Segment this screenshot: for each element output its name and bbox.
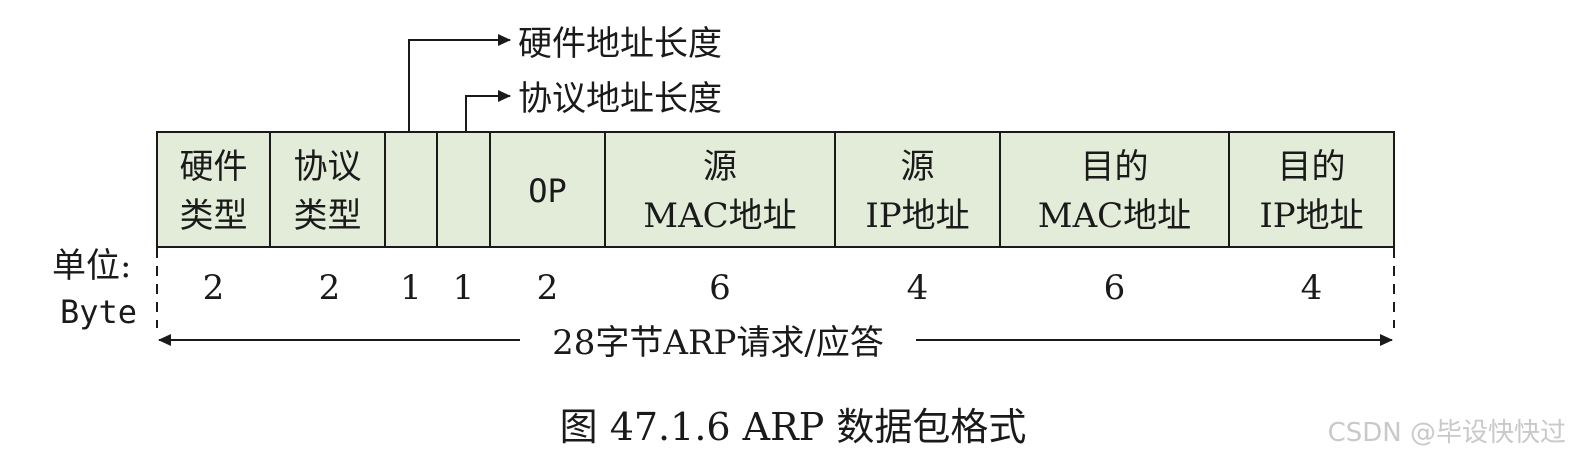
field-label: 源 xyxy=(901,147,935,187)
field-label: MAC地址 xyxy=(643,196,796,236)
byte-count: 1 xyxy=(400,268,422,308)
field-cell xyxy=(156,131,271,248)
field-cell xyxy=(834,131,1001,248)
byte-count: 2 xyxy=(537,268,559,308)
field-cell xyxy=(604,131,836,248)
field-cell xyxy=(1228,131,1395,248)
byte-count: 4 xyxy=(907,268,929,308)
field-label: 源 xyxy=(703,147,737,187)
byte-count: 6 xyxy=(1104,268,1126,308)
field-label: MAC地址 xyxy=(1038,196,1191,236)
byte-count: 2 xyxy=(203,268,225,308)
field-label: 目的 xyxy=(1081,147,1149,187)
byte-count: 6 xyxy=(709,268,731,308)
field-cell xyxy=(384,131,438,248)
field-cell xyxy=(999,131,1230,248)
field-cell xyxy=(269,131,386,248)
unit-label-cn: 单位: xyxy=(52,246,131,286)
proto-len-arrow xyxy=(465,90,511,132)
field-label: OP xyxy=(528,172,567,210)
hw-len-label: 硬件地址长度 xyxy=(518,24,722,64)
field-label: 协议 xyxy=(294,147,362,187)
byte-count: 1 xyxy=(453,268,475,308)
watermark: CSDN @毕设快快过 xyxy=(1327,418,1566,448)
field-label: IP地址 xyxy=(1259,196,1363,236)
field-label: 目的 xyxy=(1278,147,1346,187)
field-label: 类型 xyxy=(294,196,362,236)
field-label: IP地址 xyxy=(865,196,969,236)
span-label: 28字节ARP请求/应答 xyxy=(552,323,884,363)
field-cell xyxy=(436,131,491,248)
byte-count: 2 xyxy=(319,268,341,308)
unit-label-en: Byte xyxy=(60,293,137,331)
byte-count: 4 xyxy=(1301,268,1323,308)
proto-len-label: 协议地址长度 xyxy=(518,79,722,119)
field-cell xyxy=(489,131,606,248)
field-label: 硬件 xyxy=(180,147,248,187)
hw-len-arrow xyxy=(408,34,511,132)
figure-caption: 图 47.1.6 ARP 数据包格式 xyxy=(559,405,1027,449)
field-label: 类型 xyxy=(180,196,248,236)
